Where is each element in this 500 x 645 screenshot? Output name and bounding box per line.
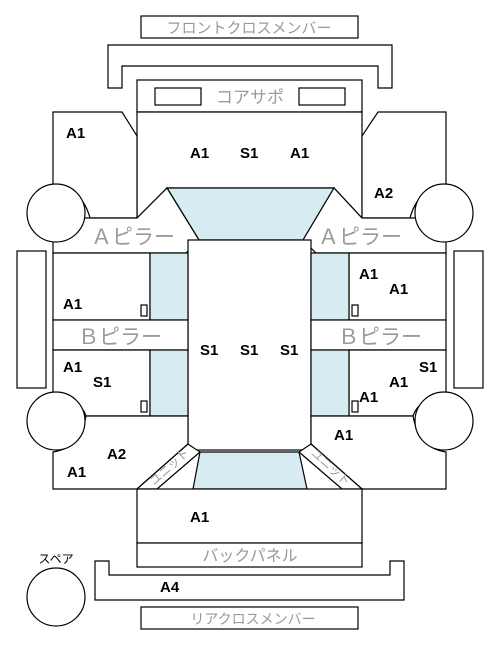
roof-panel xyxy=(187,239,312,451)
code-right-upper-a: A1 xyxy=(359,266,378,283)
code-center-right: S1 xyxy=(280,342,298,359)
code-rear-left-a: A2 xyxy=(107,446,126,463)
front-cross-member-label: フロントクロスメンバー xyxy=(166,19,331,37)
core-support-label: コアサポ xyxy=(216,88,284,108)
code-right-lower-b: A1 xyxy=(359,389,378,406)
code-center-mid: S1 xyxy=(240,342,258,359)
code-rear-left-b: A1 xyxy=(67,464,86,481)
spare-tire xyxy=(26,567,86,627)
back-panel-box xyxy=(136,542,363,568)
front-cross-member-box xyxy=(140,15,359,39)
code-right-lower-a: A1 xyxy=(389,374,408,391)
code-right-lower-s: S1 xyxy=(419,359,437,376)
rear-window xyxy=(192,451,308,490)
trunk-lid xyxy=(136,488,363,544)
left-rear-door-handle xyxy=(140,400,148,413)
code-trunk: A1 xyxy=(190,509,209,526)
a-pillar-right-label: Ａピラー xyxy=(318,225,402,249)
left-side-step xyxy=(16,250,47,389)
rear-right-wheel xyxy=(414,391,474,451)
rear-left-wheel xyxy=(26,391,86,451)
code-left-upper: A1 xyxy=(63,296,82,313)
core-support-left-slot xyxy=(154,87,202,106)
b-pillar-left-label: Ｂピラー xyxy=(78,325,162,349)
front-bumper xyxy=(107,44,393,89)
rear-cross-member-label: リアクロスメンバー xyxy=(190,612,315,628)
rear-cross-member-box xyxy=(140,606,359,630)
right-rear-door-handle xyxy=(351,400,359,413)
core-support-right-slot xyxy=(298,87,346,106)
left-front-door xyxy=(52,252,151,321)
code-front-center-left: A1 xyxy=(190,145,209,162)
left-front-window xyxy=(149,252,189,321)
rear-bumper xyxy=(94,560,405,601)
code-front-left: A1 xyxy=(66,125,85,142)
code-center-left: S1 xyxy=(200,342,218,359)
code-left-lower-b: S1 xyxy=(93,374,111,391)
code-left-lower-a: A1 xyxy=(63,359,82,376)
left-rear-window xyxy=(149,349,189,417)
code-front-right: A2 xyxy=(374,185,393,202)
front-left-wheel xyxy=(26,183,86,243)
front-right-wheel xyxy=(414,183,474,243)
right-side-step xyxy=(453,250,484,389)
code-front-center-mid: S1 xyxy=(240,145,258,162)
left-front-door-handle xyxy=(140,304,148,317)
spare-label: スペア xyxy=(38,552,73,566)
code-front-center-right: A1 xyxy=(290,145,309,162)
a-pillar-left-label: Ａピラー xyxy=(91,225,175,249)
right-front-window xyxy=(310,252,350,321)
code-right-upper-b: A1 xyxy=(389,281,408,298)
back-panel-label: バックパネル xyxy=(202,546,297,565)
right-rear-window xyxy=(310,349,350,417)
code-rear-bumper: A4 xyxy=(160,579,180,596)
code-rear-right: A1 xyxy=(334,427,353,444)
right-front-door-handle xyxy=(351,304,359,317)
b-pillar-right-label: Ｂピラー xyxy=(338,325,422,349)
